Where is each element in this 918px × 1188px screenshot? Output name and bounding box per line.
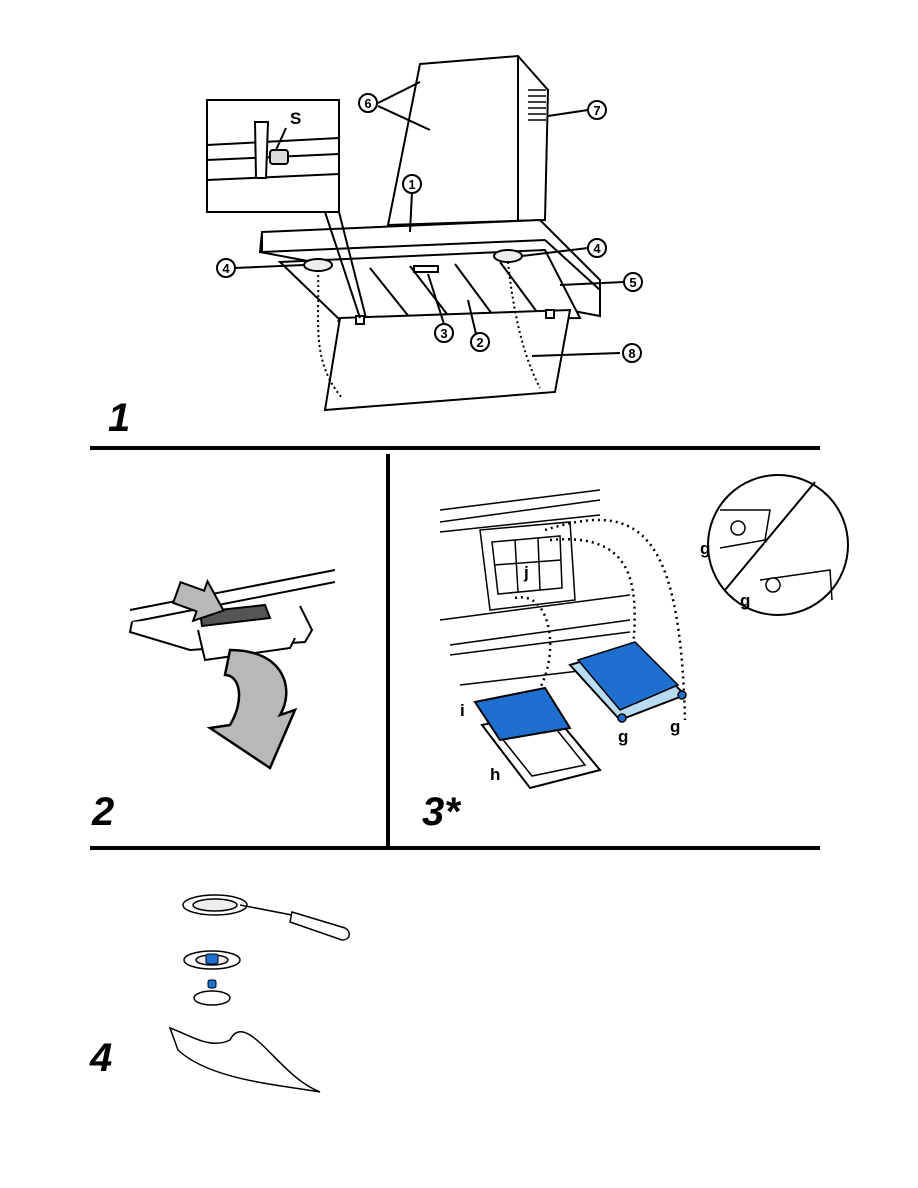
label-i: i (460, 701, 465, 720)
callout-6: 6 (364, 96, 371, 111)
label-g-zoom-2: g (740, 591, 750, 610)
callout-8: 8 (628, 346, 635, 361)
figure-3-filter-illustration: j g g i h g g (420, 470, 860, 850)
label-g-zoom-1: g (700, 539, 710, 558)
callout-4-left: 4 (222, 261, 230, 276)
figure-4-number: 4 (90, 1038, 112, 1078)
label-h: h (490, 765, 500, 784)
label-g-bottom-2: g (670, 717, 680, 736)
label-j: j (523, 563, 529, 582)
label-g-bottom-1: g (618, 727, 628, 746)
callout-1: 1 (408, 177, 415, 192)
figure-2-panel-release-illustration (90, 550, 390, 810)
inset-label-s: S (290, 109, 301, 128)
callout-5: 5 (629, 275, 636, 290)
callout-2: 2 (476, 335, 483, 350)
callout-7: 7 (593, 103, 600, 118)
callout-4-right: 4 (593, 241, 601, 256)
figure-1-hood-illustration: 1 2 3 4 4 5 6 7 8 S (0, 0, 918, 450)
callout-3: 3 (440, 326, 447, 341)
figure-4-lamp-replacement-illustration (150, 880, 370, 1100)
